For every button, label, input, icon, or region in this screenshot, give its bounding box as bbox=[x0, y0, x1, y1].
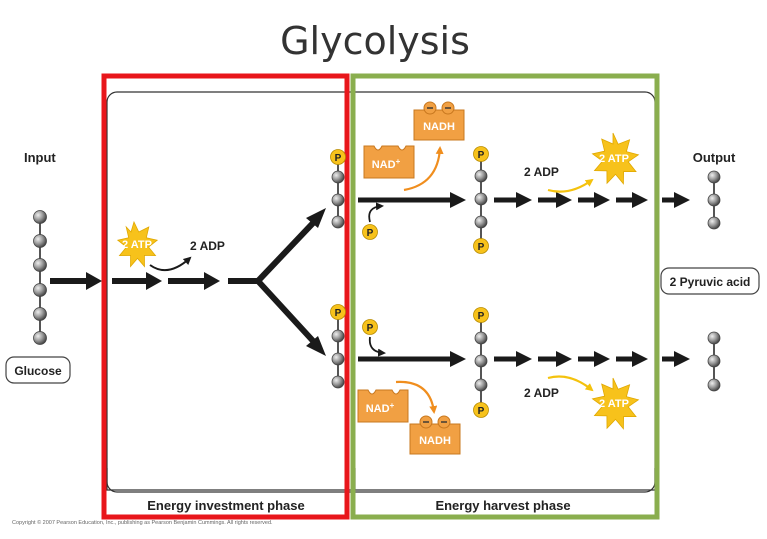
adp-harvest-lower-label: 2 ADP bbox=[524, 386, 559, 400]
carbon-bead-icon bbox=[33, 283, 47, 297]
phosphate-input-upper: P bbox=[362, 224, 378, 240]
carbon-bead-icon bbox=[707, 170, 721, 184]
output-chain-upper bbox=[707, 170, 721, 230]
carbon-bead-icon bbox=[33, 331, 47, 345]
svg-text:P: P bbox=[367, 228, 374, 239]
carbon-bead-icon bbox=[707, 193, 721, 207]
output-label: Output bbox=[693, 150, 736, 165]
nad-to-nadh-curve-arrow-upper bbox=[403, 146, 444, 192]
phosphate-icon bbox=[473, 238, 489, 254]
carbon-bead-icon bbox=[474, 215, 488, 229]
nadh-upper: NADH bbox=[413, 101, 465, 141]
atp-investment-starburst-icon: 2 ATP bbox=[116, 220, 159, 268]
svg-text:P: P bbox=[478, 150, 485, 161]
adp-investment-label: 2 ADP bbox=[190, 239, 225, 253]
investment-phase-bracket bbox=[106, 468, 354, 491]
phosphate-in-curve-arrow-upper bbox=[368, 202, 384, 223]
nadh-lower: NADH bbox=[409, 415, 461, 455]
harvest-phase-bracket bbox=[354, 468, 656, 491]
adp-to-atp-curve-arrow-lower bbox=[547, 375, 594, 392]
svg-text:P: P bbox=[335, 153, 342, 164]
phosphate-icon bbox=[330, 304, 346, 320]
lower-harvest-arrows bbox=[358, 351, 690, 367]
phosphate-icon bbox=[362, 224, 378, 240]
svg-text:P: P bbox=[335, 308, 342, 319]
nad-to-nadh-curve-arrow-lower bbox=[395, 380, 438, 414]
svg-text:NADH: NADH bbox=[423, 121, 455, 133]
input-label: Input bbox=[24, 150, 56, 165]
carbon-bead-icon bbox=[707, 331, 721, 345]
upper-bisphosphate-chain: P P bbox=[473, 146, 489, 254]
carbon-bead-icon bbox=[331, 352, 345, 366]
page-title: Glycolysis bbox=[280, 19, 470, 63]
adp-harvest-upper-label: 2 ADP bbox=[524, 165, 559, 179]
carbon-bead-icon bbox=[707, 216, 721, 230]
carbon-bead-icon bbox=[33, 258, 47, 272]
nad-plus-lower: NAD+ bbox=[357, 389, 409, 423]
investment-phase-box bbox=[101, 73, 350, 520]
svg-text:P: P bbox=[478, 311, 485, 322]
atp-to-adp-curve-arrow bbox=[149, 256, 192, 272]
carbon-bead-icon bbox=[33, 234, 47, 248]
output-chain-lower bbox=[707, 331, 721, 392]
phosphate-icon bbox=[473, 402, 489, 418]
glucose-label: Glucose bbox=[5, 356, 71, 384]
upper-harvest-arrows bbox=[358, 192, 690, 208]
investment-phase-label: Energy investment phase bbox=[147, 498, 305, 513]
carbon-bead-icon bbox=[474, 169, 488, 183]
svg-text:NADH: NADH bbox=[419, 435, 451, 447]
svg-text:2 Pyruvic acid: 2 Pyruvic acid bbox=[670, 275, 751, 289]
lower-bisphosphate-chain: P P bbox=[473, 307, 489, 418]
svg-text:Glucose: Glucose bbox=[14, 364, 62, 378]
phosphate-icon bbox=[473, 146, 489, 162]
carbon-bead-icon bbox=[474, 192, 488, 206]
atp-harvest-lower-starburst-icon: 2 ATP bbox=[591, 377, 640, 430]
carbon-bead-icon bbox=[331, 215, 345, 229]
carbon-bead-icon bbox=[707, 354, 721, 368]
harvest-phase-label: Energy harvest phase bbox=[435, 498, 570, 513]
phosphate-input-lower: P bbox=[362, 319, 378, 335]
adp-to-atp-curve-arrow-upper bbox=[547, 178, 594, 193]
pyruvic-acid-label: 2 Pyruvic acid bbox=[660, 267, 760, 295]
carbon-bead-icon bbox=[331, 375, 345, 389]
phosphate-icon bbox=[362, 319, 378, 335]
carbon-bead-icon bbox=[33, 307, 47, 321]
carbon-bead-icon bbox=[474, 354, 488, 368]
harvest-phase-box bbox=[350, 73, 660, 520]
svg-text:2 ATP: 2 ATP bbox=[599, 153, 629, 165]
upper-phosphorylated-chain: P bbox=[330, 149, 346, 229]
nad-plus-upper: NAD+ bbox=[363, 145, 415, 179]
investment-arrows bbox=[50, 208, 326, 356]
svg-text:2 ATP: 2 ATP bbox=[599, 398, 629, 410]
carbon-bead-icon bbox=[33, 210, 47, 224]
phosphate-icon bbox=[330, 149, 346, 165]
carbon-bead-icon bbox=[474, 378, 488, 392]
phosphate-icon bbox=[473, 307, 489, 323]
svg-text:P: P bbox=[478, 242, 485, 253]
svg-text:2 ATP: 2 ATP bbox=[122, 239, 152, 251]
carbon-bead-icon bbox=[707, 378, 721, 392]
carbon-bead-icon bbox=[331, 329, 345, 343]
carbon-bead-icon bbox=[331, 193, 345, 207]
phosphate-in-curve-arrow-lower bbox=[368, 336, 386, 357]
svg-text:P: P bbox=[478, 406, 485, 417]
glucose-chain bbox=[33, 210, 47, 345]
svg-text:NAD+: NAD+ bbox=[372, 157, 401, 171]
lower-phosphorylated-chain: P bbox=[330, 304, 346, 389]
atp-harvest-upper-starburst-icon: 2 ATP bbox=[591, 132, 640, 185]
svg-text:NAD+: NAD+ bbox=[366, 401, 395, 415]
copyright-notice: Copyright © 2007 Pearson Education, Inc.… bbox=[12, 519, 273, 526]
carbon-bead-icon bbox=[474, 331, 488, 345]
svg-text:P: P bbox=[367, 323, 374, 334]
carbon-bead-icon bbox=[331, 170, 345, 184]
